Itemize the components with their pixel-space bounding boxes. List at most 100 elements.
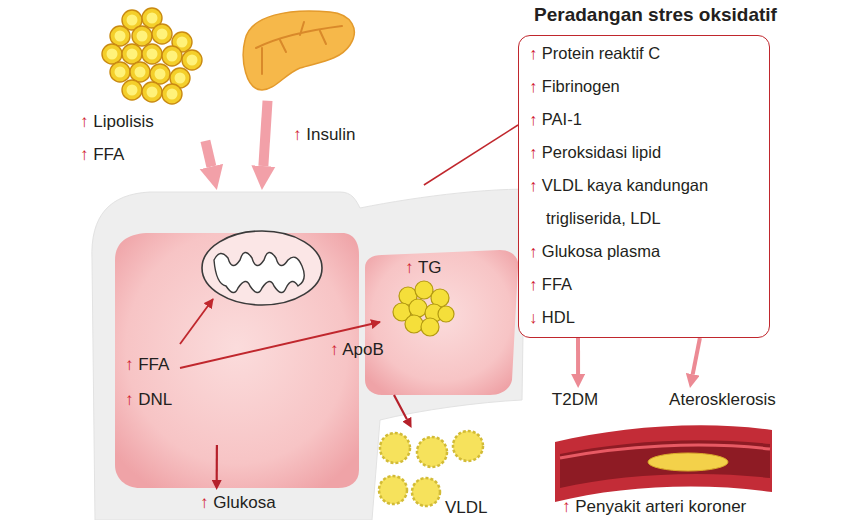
adipose-cells	[107, 13, 198, 100]
triglyceride-droplets	[438, 306, 454, 322]
adipose-cells	[182, 50, 202, 70]
mitochondrion	[202, 231, 322, 305]
pancreas: ↑ Insulin	[235, 5, 365, 150]
adipose-cells	[167, 51, 178, 62]
adipose-cells	[147, 87, 158, 98]
triglyceride-droplets	[421, 318, 439, 336]
triglyceride-droplets	[405, 315, 423, 333]
node-label: Aterosklerosis	[660, 390, 785, 410]
list-item: ↑ Peroksidasi lipid	[519, 136, 763, 169]
adipose-cells	[147, 49, 158, 60]
adipose-cells	[175, 73, 186, 84]
vldl-particles-art	[417, 437, 447, 467]
node-label: ↑ Penyakit arteri koroner	[562, 497, 746, 517]
adipose-cells	[157, 29, 168, 40]
adipose-cells	[187, 55, 198, 66]
node-label: ↑ ApoB	[330, 340, 384, 360]
pancreas-organ	[243, 11, 354, 90]
node-label: ↑ FFA	[80, 145, 124, 165]
adipose-cells	[110, 62, 130, 82]
liver-organ	[365, 250, 518, 395]
list-item: ↑ VLDL kaya kandungan trigliserida, LDL	[519, 169, 763, 235]
node-label: T2DM	[535, 390, 615, 410]
connector-arrow	[424, 125, 518, 185]
adipose-cells	[127, 49, 138, 60]
liver-organ	[92, 189, 555, 520]
adipose-cells	[152, 24, 172, 44]
adipose-cells	[162, 46, 182, 66]
adipose-cells	[155, 69, 166, 80]
adipose-cells	[137, 31, 148, 42]
liver-organ	[92, 189, 555, 520]
artery-plaque	[555, 425, 772, 502]
vldl-particles-art	[380, 433, 410, 463]
list-item: ↓ HDL	[519, 301, 763, 334]
adipose-cells	[167, 89, 178, 100]
adipose-cells	[162, 84, 182, 104]
list-item: ↑ FFA	[519, 268, 763, 301]
adipose-cells	[102, 8, 202, 104]
outcome-label: Aterosklerosis	[660, 388, 785, 412]
connector-arrow	[693, 338, 700, 374]
liver-right-lobe: ↑ TG ↑ ApoB	[325, 185, 555, 395]
adipose-cells	[110, 26, 130, 46]
triglyceride-droplets	[415, 281, 433, 299]
node-label: ↑ FFA	[125, 355, 169, 375]
adipose-cells	[150, 64, 170, 84]
vldl-particles-art	[379, 431, 483, 506]
list-item: ↑ Glukosa plasma	[519, 235, 763, 268]
adipose-tissue: ↑ Lipolisis ↑ FFA	[78, 8, 208, 168]
adipose-cells	[122, 44, 142, 64]
node-label: VLDL	[445, 498, 488, 518]
liver-left-lobe: ↑ FFA ↑ DNL	[95, 190, 360, 445]
adipose-cells	[177, 37, 188, 48]
pancreas-organ	[256, 22, 342, 74]
vldl-particles-art	[453, 431, 483, 461]
connector-arrow	[216, 445, 218, 480]
list-item: ↑ PAI-1	[519, 103, 763, 136]
glucose-output: ↑ Glukosa	[195, 490, 315, 516]
adipose-cells	[115, 31, 126, 42]
adipose-cells	[127, 15, 138, 26]
adipose-cells	[107, 49, 118, 60]
node-label: ↑ Lipolisis	[80, 112, 154, 132]
connector-arrow	[394, 395, 407, 419]
adipose-cells	[142, 82, 162, 102]
adipose-cells	[132, 26, 152, 46]
adipose-cells	[127, 85, 138, 96]
mitochondrion	[202, 231, 322, 305]
node-label: ↑ Insulin	[293, 125, 355, 145]
artery-plaque	[555, 425, 772, 502]
vldl-particles-art	[379, 476, 407, 504]
vldl-particles-art	[412, 478, 440, 506]
connector-arrow	[205, 141, 211, 167]
internal-arrows	[180, 299, 213, 344]
mitochondrion	[214, 252, 304, 292]
adipose-cells	[142, 44, 162, 64]
vldl-particles: VLDL	[370, 428, 500, 520]
list-item: ↑ Fibrinogen	[519, 70, 763, 103]
adipose-cells	[102, 8, 202, 104]
adipose-cells	[122, 80, 142, 100]
outcome-label: T2DM	[535, 388, 615, 412]
artery-plaque	[560, 440, 770, 488]
connector-arrow	[576, 338, 580, 374]
list-item: ↑ Protein reaktif C	[519, 37, 763, 70]
node-label: ↑ TG	[405, 258, 442, 278]
adipose-cells	[102, 44, 122, 64]
connector-arrow	[263, 101, 267, 166]
triglyceride-droplets	[393, 281, 454, 336]
adipose-cells	[115, 67, 126, 78]
triglyceride-droplets	[409, 299, 427, 317]
box-heading: Peradangan stres oksidatif	[478, 3, 833, 27]
stress-box: Peradangan stres oksidatif ↑ Protein reak…	[478, 3, 833, 338]
node-label: ↑ Glukosa	[200, 493, 276, 513]
box-border: ↑ Protein reaktif C↑ Fibrinogen↑ PAI-1↑ …	[518, 35, 770, 338]
adipose-cells	[147, 13, 158, 24]
adipose-cells	[135, 67, 146, 78]
adipose-cells	[130, 62, 150, 82]
node-label: ↑ DNL	[125, 390, 172, 410]
pancreas-organ	[243, 11, 354, 90]
coronary-artery: ↑ Penyakit arteri koroner	[555, 420, 775, 520]
